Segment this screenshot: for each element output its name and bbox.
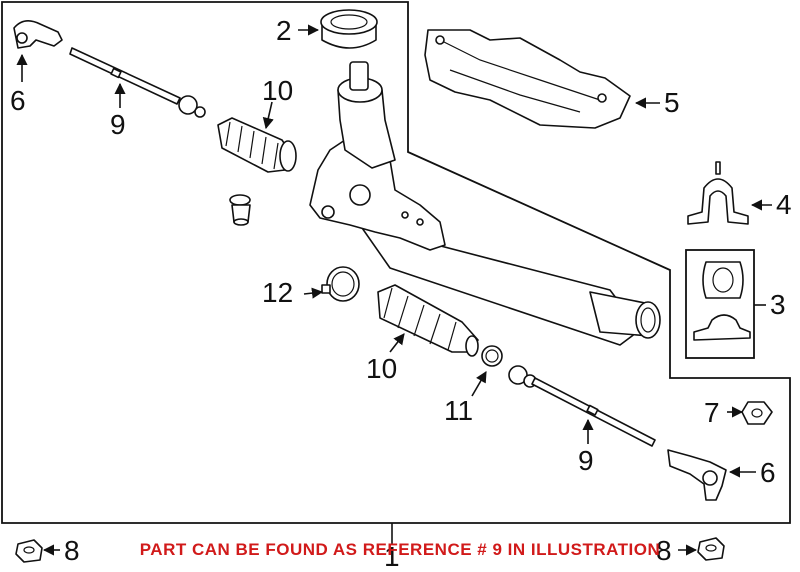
callout-9-upper: 9 [110, 109, 126, 140]
callout-9-lower: 9 [578, 445, 594, 476]
reference-notice: PART CAN BE FOUND AS REFERENCE # 9 IN IL… [139, 540, 661, 559]
nut-7 [741, 401, 773, 425]
steering-rack-housing [309, 61, 661, 346]
callout-10-lower: 10 [366, 353, 397, 384]
boot-lower [377, 284, 479, 357]
callout-10-upper: 10 [262, 75, 293, 106]
tie-rod-end-lower [667, 449, 727, 501]
tie-rod-lower [508, 365, 656, 447]
mount-bracket [687, 161, 749, 225]
leader-lines [16, 24, 772, 556]
assembly-frame [1, 1, 791, 524]
heat-shield [424, 29, 631, 129]
callout-6-upper: 6 [10, 85, 26, 116]
callout-8-right: 8 [656, 535, 672, 566]
callout-2: 2 [276, 15, 292, 46]
callout-12: 12 [262, 277, 293, 308]
mount-bushing-kit [685, 249, 755, 359]
clamp-small [481, 345, 503, 367]
nut-8-right [697, 537, 725, 561]
clamp-ring [321, 266, 360, 302]
callout-11: 11 [444, 395, 473, 426]
rack-bushing [229, 194, 251, 226]
callout-6-lower: 6 [760, 457, 776, 488]
callout-1: 1 [384, 541, 400, 572]
boot-upper [217, 117, 297, 173]
tie-rod-upper [69, 47, 206, 118]
nut-8-left [15, 539, 43, 563]
callout-8-left: 8 [64, 535, 80, 566]
callout-4: 4 [776, 189, 792, 220]
callout-5: 5 [664, 87, 680, 118]
seal-ring [320, 9, 378, 49]
callout-7: 7 [704, 397, 720, 428]
tie-rod-end-upper [13, 20, 63, 49]
callout-3: 3 [770, 289, 786, 320]
